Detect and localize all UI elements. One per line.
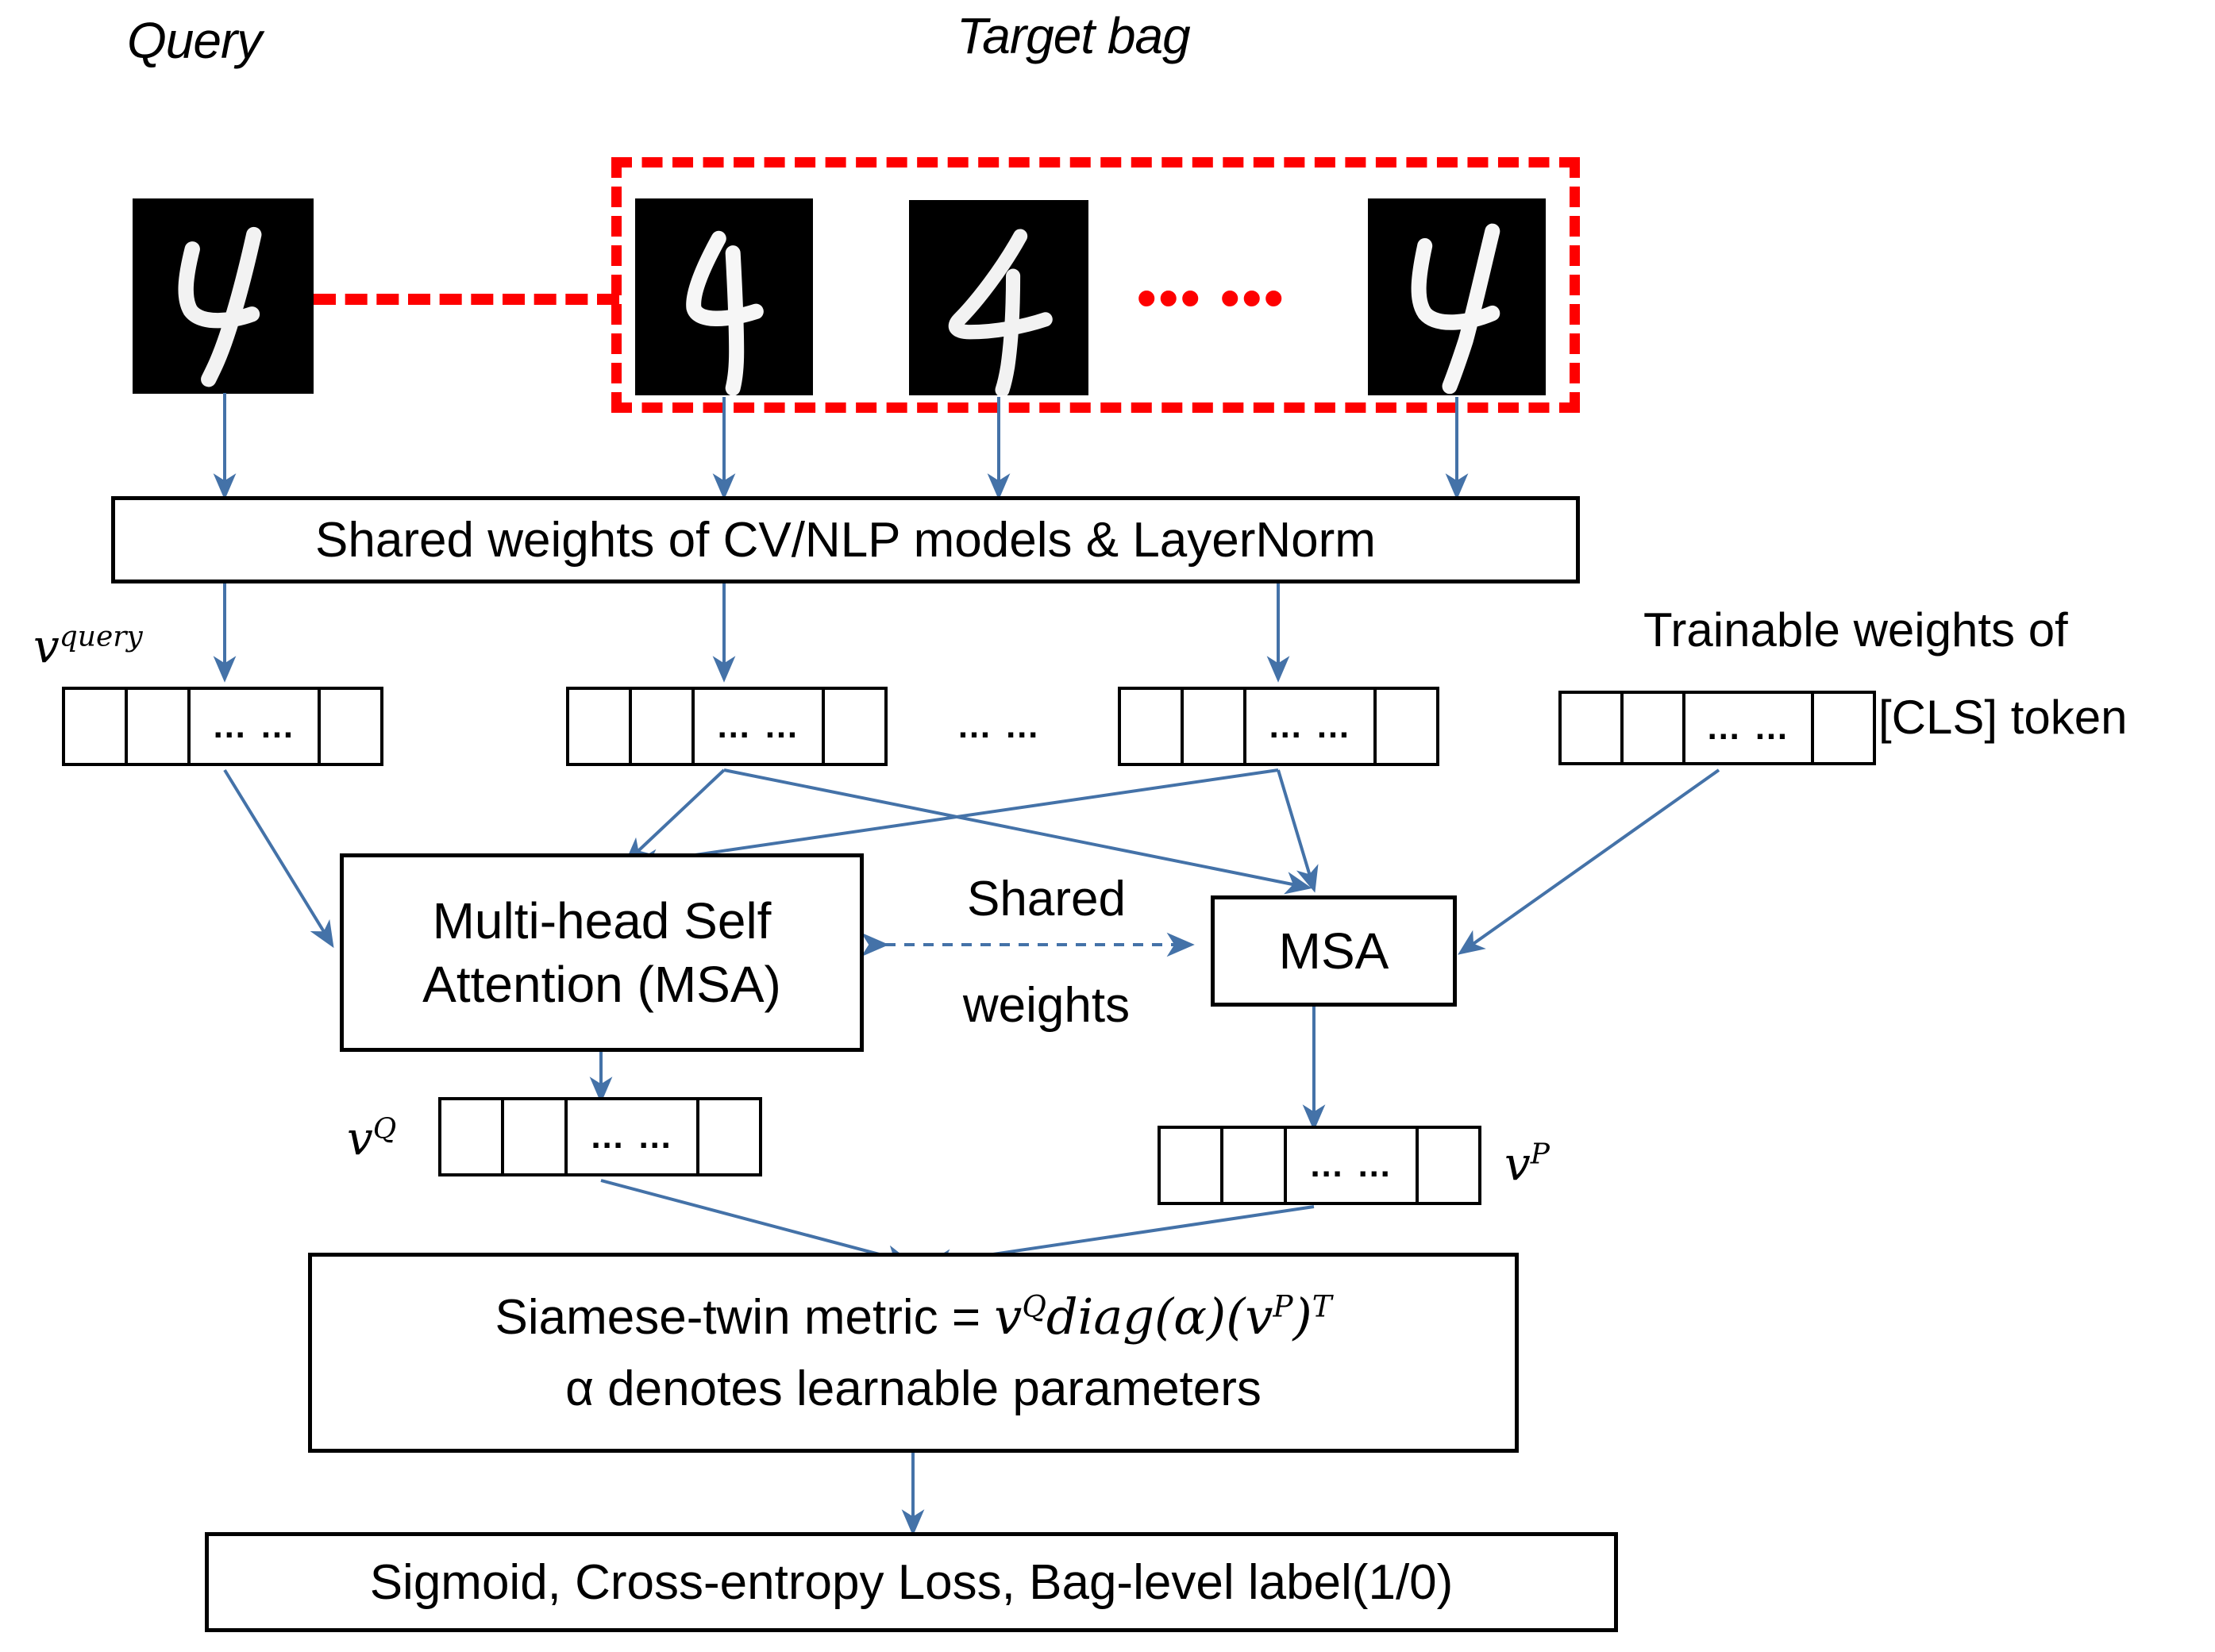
bag-digit-tile-1 [635,198,813,395]
msa-left-line-1: Multi-head Self [432,892,772,949]
siamese-metric-text: Siamese-twin metric = vQdiag(α)(vP)T α d… [487,1281,1340,1425]
v-query-label: vquery [33,619,143,673]
vector-cell [1121,690,1184,763]
vector-row-ellipsis: … … [957,707,1042,745]
vector-cell [1161,1129,1224,1202]
loss-box-label: Sigmoid, Cross-entropy Loss, Bag-level l… [369,1554,1454,1610]
metric-line-2: α denotes learnable parameters [565,1361,1262,1416]
metric-prefix: Siamese-twin metric = [495,1289,995,1345]
vector-cell [632,690,695,763]
vP-base: v [1504,1137,1531,1191]
vector-dots: … … [211,707,296,745]
bag-digit-tile-3 [1368,198,1546,395]
vector-cell [1223,1129,1287,1202]
vector-vQ: … … [438,1097,762,1176]
target-bag-outline [611,157,1580,413]
trainable-weights-line-1: Trainable weights of [1643,603,2068,657]
vector-cell [569,690,632,763]
metric-math: vQdiag(α)(vP)T [994,1287,1332,1346]
vector-cell [1419,1129,1478,1202]
vector-cell [128,690,191,763]
v-query-sup: query [59,620,143,653]
vP-label: vP [1504,1137,1550,1191]
vector-cell [1624,694,1685,762]
shared-weights-line-2: weights [962,977,1131,1033]
encoder-box: Shared weights of CV/NLP models & LayerN… [111,496,1580,583]
vector-bag-n: … … [1118,687,1439,766]
vector-dots: … … [1267,707,1352,745]
vector-cell [65,690,128,763]
vector-cls: … … [1558,691,1876,765]
vector-cell [441,1100,505,1173]
vector-cell-ellipsis: … … [1287,1129,1419,1202]
query-title: Query [127,12,262,69]
msa-left-box: Multi-head Self Attention (MSA) [340,853,864,1052]
vector-dots: … … [715,707,800,745]
vector-dots: … … [1308,1146,1393,1184]
target-bag-title: Target bag [957,7,1191,64]
vector-cell [825,690,884,763]
vector-cell-ellipsis: … … [1685,694,1815,762]
vector-vP: … … [1158,1126,1481,1205]
vector-dots: … … [589,1117,674,1156]
msa-right-box: MSA [1211,895,1457,1007]
vector-cell [1814,694,1873,762]
vector-cell [504,1100,568,1173]
vector-cell [699,1100,759,1173]
vQ-label: vQ [347,1111,396,1165]
bag-digit-tile-2 [909,200,1088,395]
shared-weights-label: Shared weights [935,872,1158,1033]
vector-query: … … [62,687,383,766]
msa-right-label: MSA [1278,922,1389,980]
vector-cell [1377,690,1436,763]
msa-left-line-2: Attention (MSA) [422,956,781,1013]
vector-cell [1562,694,1624,762]
vector-cell-ellipsis: … … [191,690,322,763]
shared-weights-line-1: Shared [967,872,1126,926]
msa-left-text: Multi-head Self Attention (MSA) [414,889,789,1016]
loss-box: Sigmoid, Cross-entropy Loss, Bag-level l… [205,1532,1618,1632]
query-bag-match-link [314,294,619,305]
vector-cell-ellipsis: … … [568,1100,699,1173]
vector-bag-1: … … [566,687,888,766]
query-digit-tile [133,198,314,394]
vP-sup: P [1530,1138,1550,1171]
encoder-box-label: Shared weights of CV/NLP models & LayerN… [315,512,1376,568]
v-query-base: v [33,619,60,673]
siamese-metric-box: Siamese-twin metric = vQdiag(α)(vP)T α d… [308,1253,1519,1453]
vector-dots: … … [1705,708,1790,747]
vQ-sup: Q [372,1112,397,1146]
vector-cell [1184,690,1246,763]
bag-ellipsis: ••• ••• [1137,267,1286,329]
vQ-base: v [347,1111,373,1165]
vector-cell [321,690,380,763]
vector-cell-ellipsis: … … [1246,690,1377,763]
vector-cell-ellipsis: … … [695,690,826,763]
trainable-weights-line-2: [CLS] token [1878,691,2128,744]
